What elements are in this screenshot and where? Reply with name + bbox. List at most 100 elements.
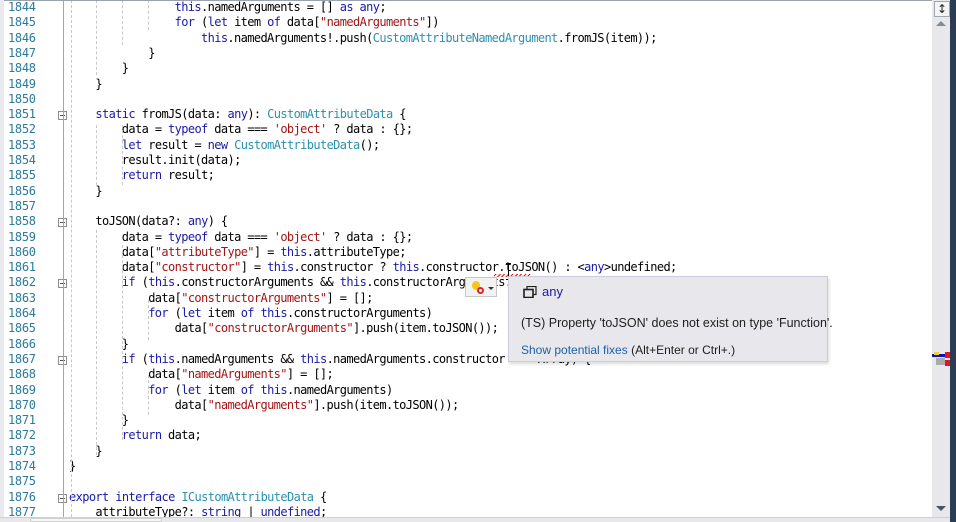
code-token: result; — [161, 168, 215, 183]
error-squiggle[interactable] — [494, 274, 532, 277]
scroll-up-arrow-icon[interactable] — [936, 21, 946, 26]
keyword-token: this — [148, 351, 175, 366]
code-line[interactable]: 1850 — [0, 92, 932, 107]
line-number: 1852 — [8, 122, 36, 137]
code-token: data === — [207, 122, 274, 137]
code-token: item — [227, 15, 268, 30]
line-number: 1875 — [8, 474, 36, 489]
scrollbar-error-marker[interactable] — [945, 352, 950, 358]
code-token: ): — [247, 107, 268, 122]
code-token: result = — [141, 137, 208, 152]
code-token: data[ — [174, 397, 209, 412]
code-line[interactable]: 1866} — [0, 337, 932, 352]
code-line[interactable]: 1847} — [0, 46, 932, 61]
code-line[interactable]: 1871} — [0, 413, 932, 428]
line-number: 1863 — [8, 290, 36, 305]
keyword-token: return — [121, 428, 162, 443]
scrollbar-highlight-marker — [936, 358, 945, 365]
string-token: "namedArguments" — [207, 397, 314, 412]
code-line[interactable]: 1873} — [0, 444, 932, 459]
code-token: data = — [121, 122, 169, 137]
line-number: 1860 — [8, 244, 36, 259]
code-token: data[ — [174, 321, 209, 336]
line-number: 1848 — [8, 61, 36, 76]
keyword-token: if — [121, 275, 136, 290]
line-number: 1876 — [8, 489, 36, 504]
keyword-token: this — [260, 382, 288, 397]
line-number: 1855 — [8, 168, 36, 183]
collapse-region-icon[interactable] — [58, 111, 67, 121]
vertical-scrollbar[interactable] — [932, 0, 950, 517]
collapse-region-icon[interactable] — [58, 493, 67, 503]
code-line[interactable]: 1857 — [0, 199, 932, 214]
code-token: } — [148, 45, 155, 60]
line-number: 1868 — [8, 367, 36, 382]
scroll-down-arrow-icon[interactable] — [936, 506, 946, 511]
collapse-region-icon[interactable] — [58, 279, 67, 289]
keyword-token: typeof — [168, 229, 208, 244]
code-token: .fromJS(item)); — [557, 30, 658, 45]
horizontal-scroll-thumb[interactable] — [30, 518, 162, 522]
keyword-token: of — [267, 15, 281, 30]
line-number: 1856 — [8, 183, 36, 198]
quickinfo-fixes: Show potential fixes (Alt+Enter or Ctrl+… — [521, 343, 735, 357]
scrollbar-caret-position-marker — [932, 354, 950, 357]
keyword-token: let — [207, 15, 228, 30]
scrollbar-error-marker[interactable] — [945, 360, 950, 366]
indent-guide — [96, 125, 97, 185]
code-token: ]) — [425, 15, 440, 30]
code-token: item — [201, 382, 241, 397]
code-token: ] = []; — [326, 290, 374, 305]
code-text: data["constructorArguments"] = []; — [148, 291, 373, 306]
horizontal-scrollbar[interactable] — [0, 517, 950, 522]
collapse-region-icon[interactable] — [58, 218, 67, 228]
code-line[interactable]: 1849} — [0, 77, 932, 92]
lightbulb-quick-actions-button[interactable] — [465, 277, 497, 297]
code-token: .attributeType; — [306, 244, 407, 259]
split-window-button[interactable]: ↕ — [934, 1, 950, 17]
line-number: 1869 — [8, 382, 36, 397]
code-text: } — [95, 444, 102, 459]
code-token: data[ — [121, 244, 156, 259]
code-line[interactable]: 1874} — [0, 459, 932, 474]
code-line[interactable]: 1848} — [0, 61, 932, 76]
line-number: 1857 — [8, 198, 36, 213]
code-token: | — [240, 504, 261, 517]
code-line[interactable]: 1856} — [0, 184, 932, 199]
code-line[interactable]: 1863 data["constructorArguments"] = []; — [0, 291, 932, 306]
collapse-region-icon[interactable] — [58, 355, 67, 365]
indent-guide — [148, 0, 149, 30]
code-token: { — [392, 107, 406, 122]
string-token: "namedArguments" — [319, 15, 426, 30]
code-token: ] = []; — [286, 367, 334, 382]
keyword-token: for — [174, 15, 195, 30]
show-potential-fixes-link[interactable]: Show potential fixes — [521, 343, 628, 357]
code-token: ] = — [253, 244, 281, 259]
code-line[interactable]: 1875 — [0, 474, 932, 489]
line-number: 1847 — [8, 45, 36, 60]
line-number: 1865 — [8, 321, 36, 336]
keyword-token: of — [240, 306, 255, 320]
code-token: ( — [194, 15, 208, 30]
